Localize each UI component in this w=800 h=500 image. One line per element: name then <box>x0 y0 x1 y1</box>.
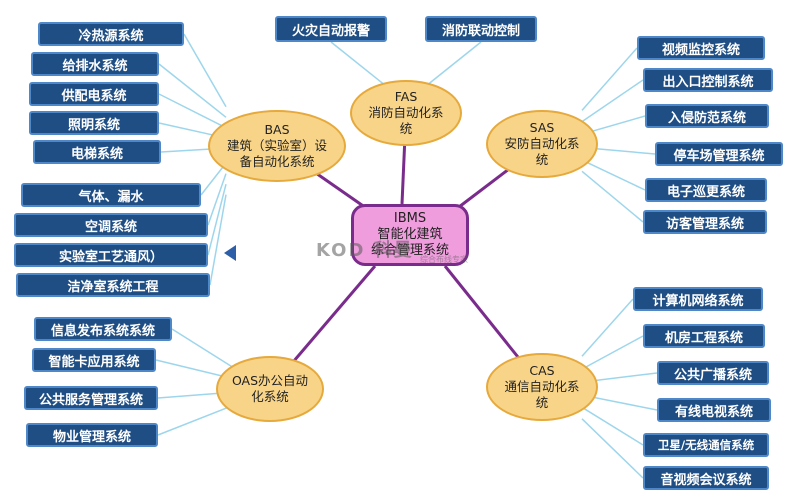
sas-item[interactable]: 视频监控系统 <box>637 36 765 60</box>
oas-item[interactable]: 公共服务管理系统 <box>24 386 158 410</box>
cas-item[interactable]: 机房工程系统 <box>643 324 765 348</box>
bas-item[interactable]: 给排水系统 <box>31 52 159 76</box>
cas-item[interactable]: 卫星/无线通信系统 <box>643 433 769 457</box>
fas-item[interactable]: 消防联动控制 <box>425 16 537 42</box>
leaf-connector-line <box>581 170 644 223</box>
sas-item[interactable]: 停车场管理系统 <box>655 142 783 166</box>
hub-oas[interactable]: OAS办公自动 化系统 <box>216 356 324 422</box>
leaf-connector-line <box>581 335 644 370</box>
sas-item[interactable]: 入侵防范系统 <box>645 104 769 128</box>
hub-bas-label-1: 建筑（实验室）设 <box>226 138 327 153</box>
oas-item[interactable]: 物业管理系统 <box>26 423 158 447</box>
center-subtitle-2: 综合管理系统 <box>370 243 449 258</box>
bas-item[interactable]: 洁净室系统工程 <box>16 273 210 297</box>
leaf-connector-line <box>183 33 227 108</box>
hub-cas[interactable]: CAS 通信自动化系 统 <box>486 353 598 421</box>
hub-bas-label-2: 备自动化系统 <box>239 154 315 169</box>
hub-oas-label-1: OAS办公自动 <box>231 373 309 388</box>
hub-sas-label-2: 统 <box>535 152 549 167</box>
watermark-logo: KOD 科曼 <box>316 240 414 261</box>
leaf-connector-line <box>581 298 634 357</box>
hub-sas[interactable]: SAS 安防自动化系 统 <box>486 110 598 178</box>
hub-fas-code: FAS <box>394 89 418 104</box>
hub-cas-code: CAS <box>529 363 555 378</box>
bas-item[interactable]: 电梯系统 <box>33 140 161 164</box>
hub-sas-label-1: 安防自动化系 <box>504 136 580 151</box>
leaf-connector-line <box>207 173 227 226</box>
hub-cas-label-1: 通信自动化系 <box>504 379 580 394</box>
bas-item[interactable]: 供配电系统 <box>29 82 159 106</box>
center-subtitle-1: 智能化建筑 <box>377 227 443 242</box>
bas-item[interactable]: 实验室工艺通风） <box>14 243 208 267</box>
hub-bas-code: BAS <box>264 122 290 137</box>
leaf-connector-line <box>157 404 235 436</box>
leaf-connector-line <box>428 41 482 85</box>
leaf-connector-line <box>209 194 227 286</box>
oas-item[interactable]: 信息发布系统系统 <box>34 317 172 341</box>
leaf-connector-line <box>200 162 227 196</box>
sas-item[interactable]: 访客管理系统 <box>643 210 767 234</box>
center-title: IBMS <box>393 211 427 226</box>
fas-item[interactable]: 火灾自动报警 <box>275 16 387 42</box>
leaf-connector-line <box>207 183 227 256</box>
hub-bas[interactable]: BAS 建筑（实验室）设 备自动化系统 <box>208 110 346 182</box>
cas-item[interactable]: 有线电视系统 <box>657 398 771 422</box>
leaf-connector-line <box>158 63 227 118</box>
hub-fas-label-1: 消防自动化系 <box>368 105 444 120</box>
watermark-tagline: 综合布线专家 <box>420 255 468 264</box>
leaf-connector-line <box>581 47 638 111</box>
leaf-connector-line <box>581 159 646 191</box>
sas-item[interactable]: 电子巡更系统 <box>645 178 767 202</box>
left-arrow-icon <box>224 245 236 261</box>
hub-sas-code: SAS <box>529 120 555 135</box>
leaf-connector-line <box>330 41 384 85</box>
bas-item[interactable]: 气体、漏水 <box>21 183 201 207</box>
cas-item[interactable]: 音视频会议系统 <box>643 466 769 490</box>
hub-fas-label-2: 统 <box>399 121 413 136</box>
cas-item[interactable]: 计算机网络系统 <box>633 287 763 311</box>
bas-item[interactable]: 空调系统 <box>14 213 208 237</box>
hub-fas[interactable]: FAS 消防自动化系 统 <box>350 80 462 146</box>
hub-oas-label-2: 化系统 <box>251 389 289 404</box>
sas-item[interactable]: 出入口控制系统 <box>643 68 773 92</box>
hub-cas-label-2: 统 <box>535 395 549 410</box>
bas-item[interactable]: 冷热源系统 <box>38 22 184 46</box>
leaf-connector-line <box>581 406 644 446</box>
leaf-connector-line <box>171 328 235 369</box>
leaf-connector-line <box>581 418 644 479</box>
leaf-connector-line <box>158 93 227 129</box>
cas-item[interactable]: 公共广播系统 <box>657 361 769 385</box>
leaf-connector-line <box>581 79 644 123</box>
oas-item[interactable]: 智能卡应用系统 <box>32 348 156 372</box>
bas-item[interactable]: 照明系统 <box>29 111 159 135</box>
center-node-ibms[interactable]: IBMS 智能化建筑 综合管理系统 <box>351 204 469 266</box>
